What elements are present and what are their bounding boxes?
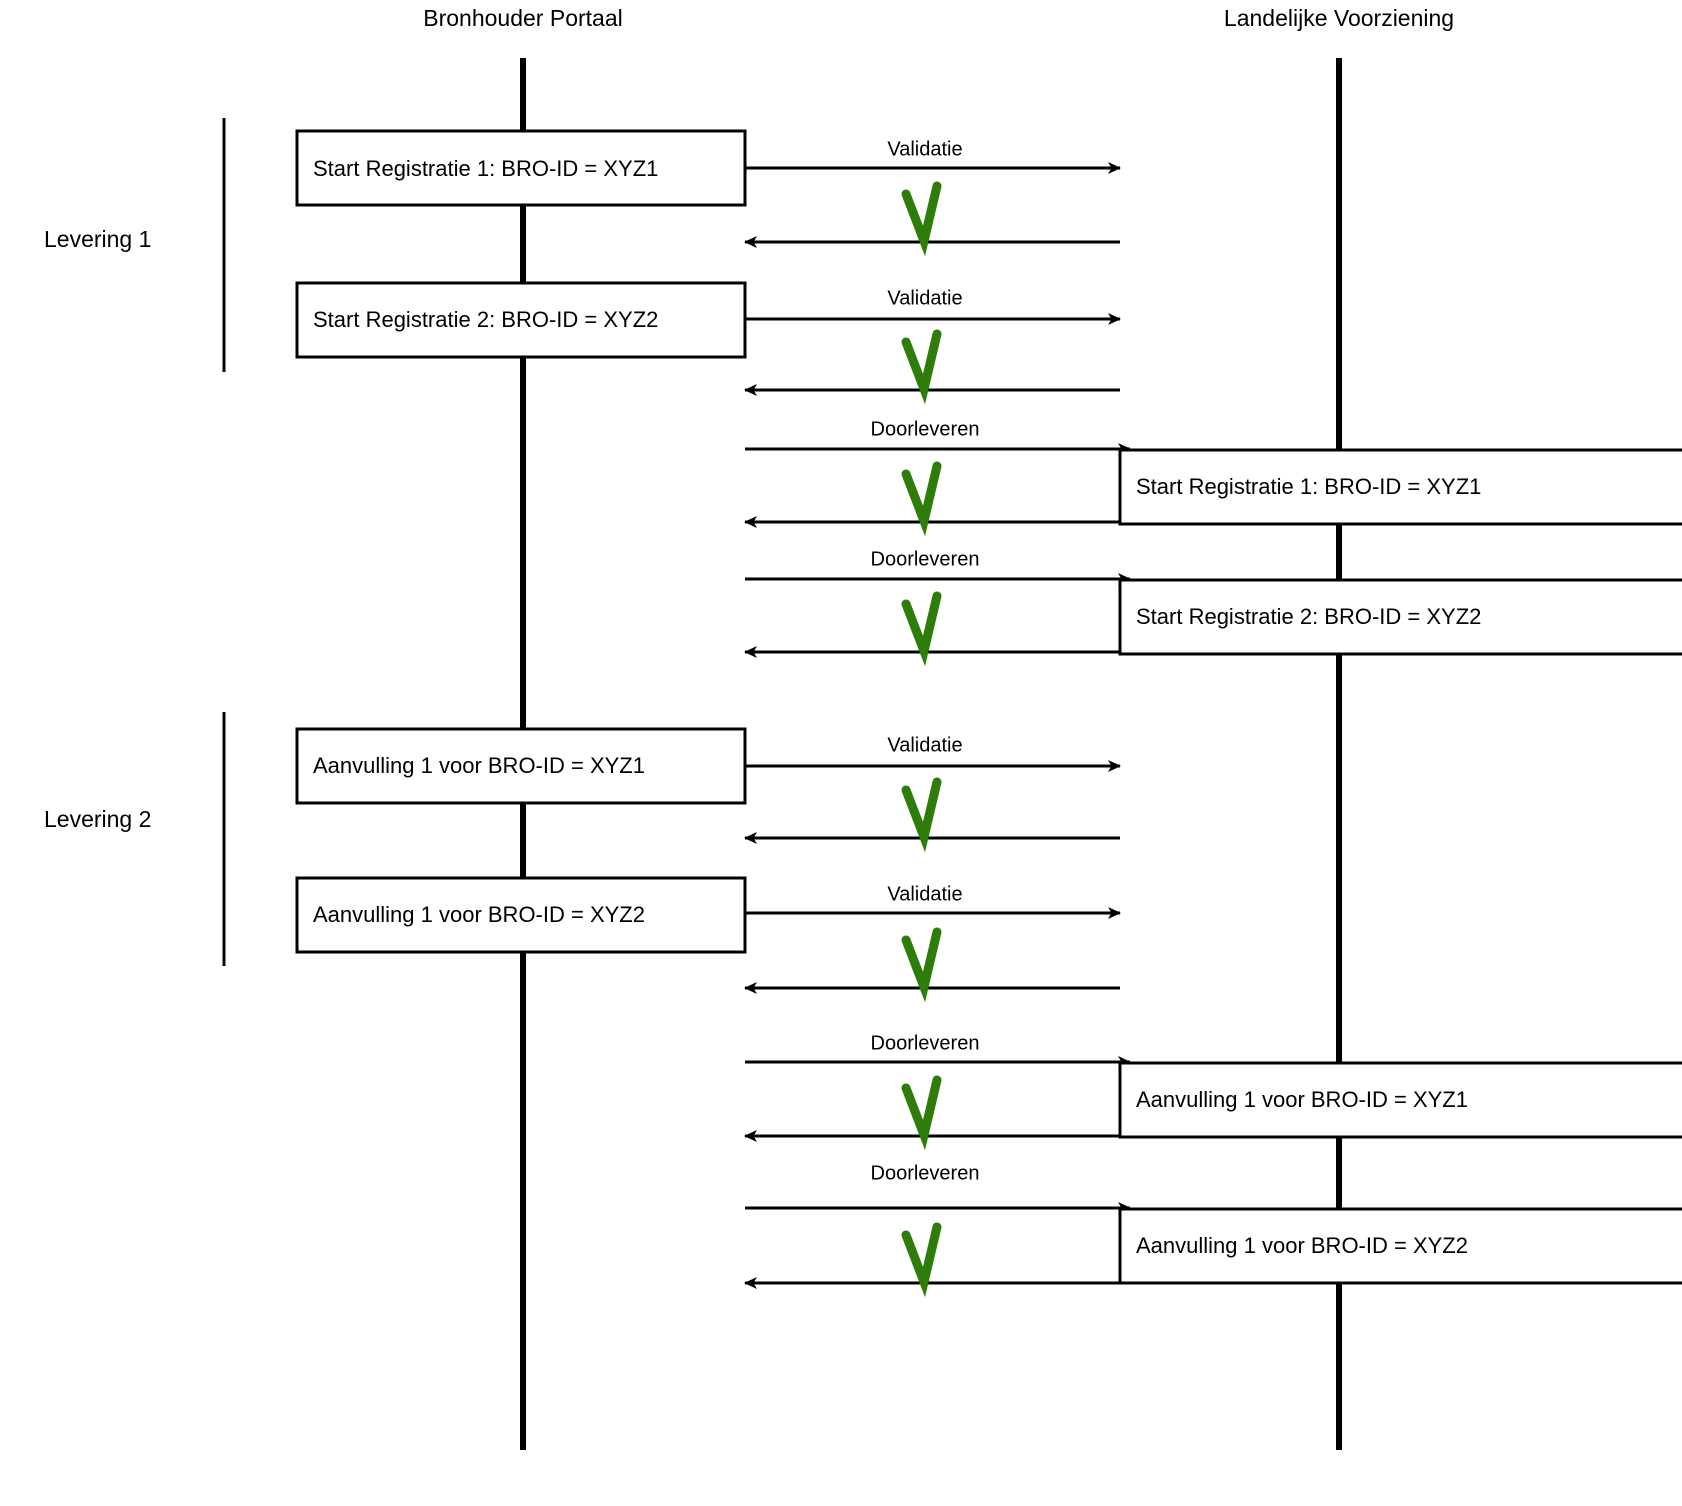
activation-box-rect [295, 129, 747, 207]
group-levering-2: Levering 2 [44, 712, 226, 966]
activation-box-label: Start Registratie 1: BRO-ID = XYZ1 [1136, 474, 1481, 499]
activation-box[interactable]: Aanvulling 1 voor BRO-ID = XYZ2 [1118, 1207, 1682, 1285]
message-label: Doorleveren [871, 418, 980, 440]
activation-box[interactable]: Start Registratie 2: BRO-ID = XYZ2 [295, 281, 747, 359]
message-label: Validatie [887, 287, 962, 309]
check-icon [901, 181, 942, 257]
actor-headers: Bronhouder Portaal Landelijke Voorzienin… [423, 5, 1454, 31]
activation-box-rect [1118, 448, 1682, 526]
check-icon [901, 1075, 942, 1151]
check-icon [901, 329, 942, 405]
activation-box-label: Start Registratie 1: BRO-ID = XYZ1 [313, 156, 658, 181]
activation-box-rect [1118, 578, 1682, 656]
activation-boxes-left: Start Registratie 1: BRO-ID = XYZ1 Start… [295, 129, 747, 954]
activation-box-rect [295, 727, 747, 805]
checkmarks-layer [901, 181, 942, 1298]
activation-boxes-right: Start Registratie 1: BRO-ID = XYZ1 Start… [1118, 448, 1682, 1285]
activation-box-label: Start Registratie 2: BRO-ID = XYZ2 [1136, 604, 1481, 629]
activation-box-label: Aanvulling 1 voor BRO-ID = XYZ1 [1136, 1087, 1468, 1112]
activation-box-label: Aanvulling 1 voor BRO-ID = XYZ2 [313, 902, 645, 927]
message-label: Validatie [887, 883, 962, 905]
check-icon [901, 1222, 942, 1298]
activation-box-label: Aanvulling 1 voor BRO-ID = XYZ2 [1136, 1233, 1468, 1258]
activation-box-label: Start Registratie 2: BRO-ID = XYZ2 [313, 307, 658, 332]
activation-box[interactable]: Start Registratie 1: BRO-ID = XYZ1 [295, 129, 747, 207]
message-label: Doorleveren [871, 548, 980, 570]
actor-title-bronhouder: Bronhouder Portaal [423, 5, 622, 31]
actor-title-landelijke: Landelijke Voorziening [1224, 5, 1454, 31]
message-label: Doorleveren [871, 1032, 980, 1054]
check-icon [901, 461, 942, 537]
activation-box[interactable]: Aanvulling 1 voor BRO-ID = XYZ2 [295, 876, 747, 954]
message-label: Validatie [887, 734, 962, 756]
message-label: Doorleveren [871, 1162, 980, 1184]
activation-box[interactable]: Start Registratie 1: BRO-ID = XYZ1 [1118, 448, 1682, 526]
activation-box-rect [295, 876, 747, 954]
group-levering-1: Levering 1 [44, 118, 226, 372]
activation-box[interactable]: Start Registratie 2: BRO-ID = XYZ2 [1118, 578, 1682, 656]
activation-box-rect [295, 281, 747, 359]
group-label-levering-2: Levering 2 [44, 806, 151, 832]
activation-box-rect [1118, 1207, 1682, 1285]
check-icon [901, 927, 942, 1003]
activation-box-rect [1118, 1061, 1682, 1139]
activation-box[interactable]: Aanvulling 1 voor BRO-ID = XYZ1 [1118, 1061, 1682, 1139]
check-icon [901, 777, 942, 853]
check-icon [901, 591, 942, 667]
group-label-levering-1: Levering 1 [44, 226, 151, 252]
activation-box[interactable]: Aanvulling 1 voor BRO-ID = XYZ1 [295, 727, 747, 805]
messages-layer: Validatie Validatie Doorleveren Doorleve… [744, 138, 1131, 1289]
activation-box-label: Aanvulling 1 voor BRO-ID = XYZ1 [313, 753, 645, 778]
message-label: Validatie [887, 138, 962, 160]
